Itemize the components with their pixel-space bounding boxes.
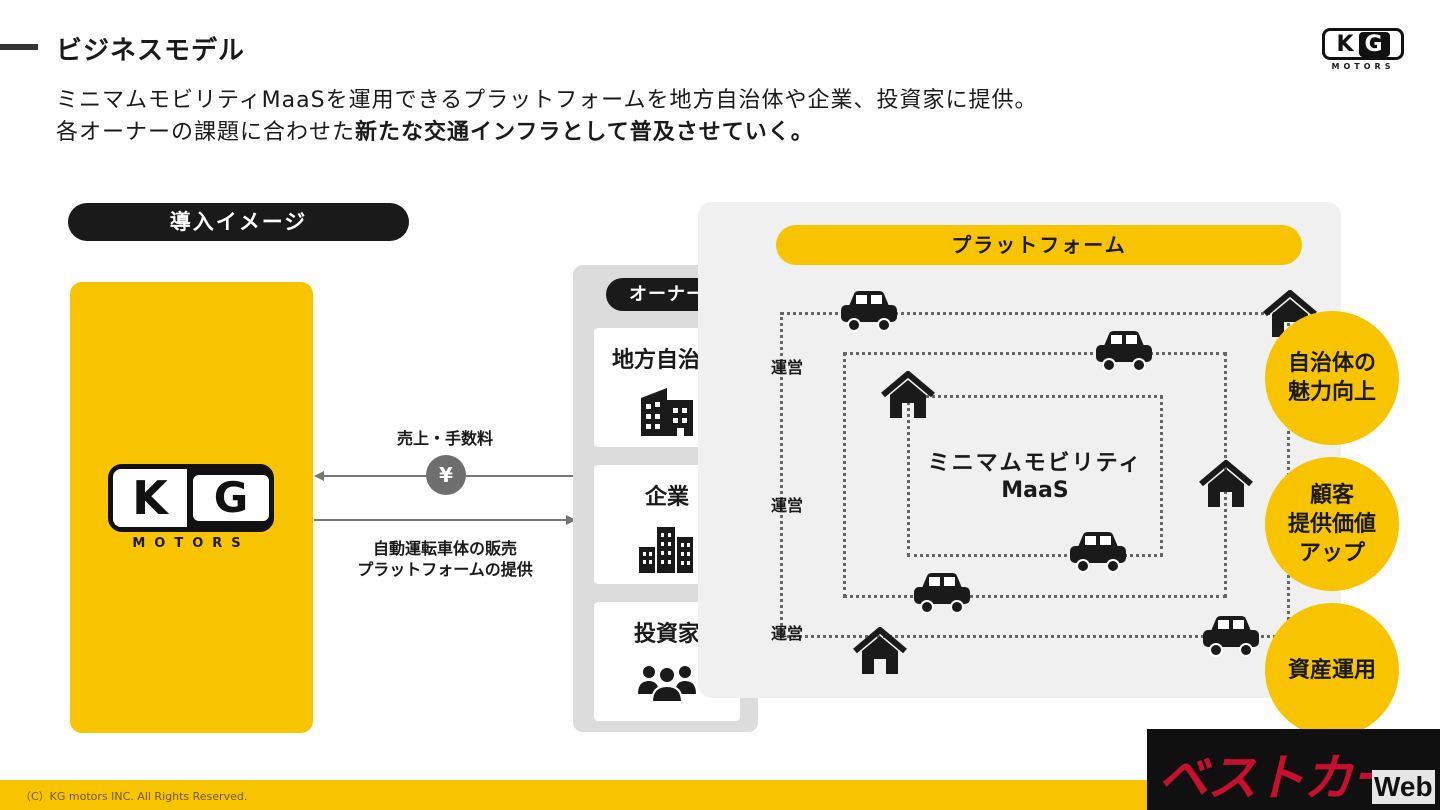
benefit-municipality-appeal: 自治体の 魅力向上 (1265, 311, 1399, 445)
office-tower-icon (639, 527, 693, 573)
lead-text-line1: ミニマムモビリティMaaSを運用できるプラットフォームを地方自治体や企業、投資家… (56, 88, 1038, 113)
benefit-line: アップ (1298, 540, 1365, 566)
house-icon (881, 371, 935, 418)
title-accent-bar (0, 44, 38, 50)
operation-label: 運営 (771, 624, 804, 643)
maas-title-line2: MaaS (1001, 478, 1069, 503)
car-icon (841, 291, 897, 332)
benefit-line: 提供価値 (1287, 511, 1376, 537)
operation-label: 運営 (771, 496, 804, 515)
sales-fee-label: 売上・手数料 (396, 429, 493, 448)
platform-area (698, 202, 1341, 698)
provide-platform-label: プラットフォームの提供 (357, 560, 533, 579)
car-icon (914, 573, 970, 614)
sell-vehicle-label: 自動運転車体の販売 (372, 539, 517, 558)
owner-label: 投資家 (633, 622, 700, 647)
copyright-text: （C）KG motors INC. All Rights Reserved. (20, 790, 248, 803)
benefit-line: 顧客 (1309, 482, 1354, 508)
operation-label: 運営 (771, 358, 804, 377)
logo-g: G (1358, 31, 1390, 57)
panel-logo-g: G (193, 475, 269, 521)
panel-logo-k: K (113, 469, 187, 527)
yen-icon: ¥ (426, 455, 466, 495)
lead-text-normal: 各オーナーの課題に合わせた (56, 120, 356, 145)
watermark-logo: ベストカー (1158, 749, 1401, 807)
benefit-asset-management: 資産運用 (1265, 603, 1399, 737)
lead-text-bold: 新たな交通インフラとして普及させていく。 (355, 120, 814, 145)
building-icon (641, 388, 693, 436)
benefit-customer-value: 顧客 提供価値 アップ (1265, 457, 1399, 591)
maas-title-line1: ミニマムモビリティ (927, 451, 1143, 476)
car-icon (1203, 616, 1259, 657)
logo-sub: MOTORS (1331, 62, 1395, 71)
route-loop-inner (907, 395, 1163, 557)
lead-text-line2: 各オーナーの課題に合わせた新たな交通インフラとして普及させていく。 (56, 114, 814, 146)
logo-k: K (1336, 31, 1355, 57)
benefit-line: 魅力向上 (1287, 380, 1376, 405)
house-icon (1199, 460, 1253, 507)
people-group-icon (638, 666, 696, 702)
panel-logo-sub: MOTORS (132, 536, 250, 551)
car-icon (1070, 532, 1126, 573)
car-icon (1096, 331, 1152, 372)
page-title: ビジネスモデル (56, 36, 246, 66)
kg-motors-panel-logo: K G (108, 464, 274, 532)
owner-label: 企業 (644, 485, 689, 510)
watermark-web: Web (1372, 770, 1435, 804)
platform-pill: プラットフォーム (776, 225, 1302, 265)
intro-image-pill: 導入イメージ (68, 203, 409, 241)
benefit-line: 自治体の (1287, 351, 1376, 376)
benefit-line: 資産運用 (1287, 657, 1376, 683)
house-icon (853, 627, 907, 674)
